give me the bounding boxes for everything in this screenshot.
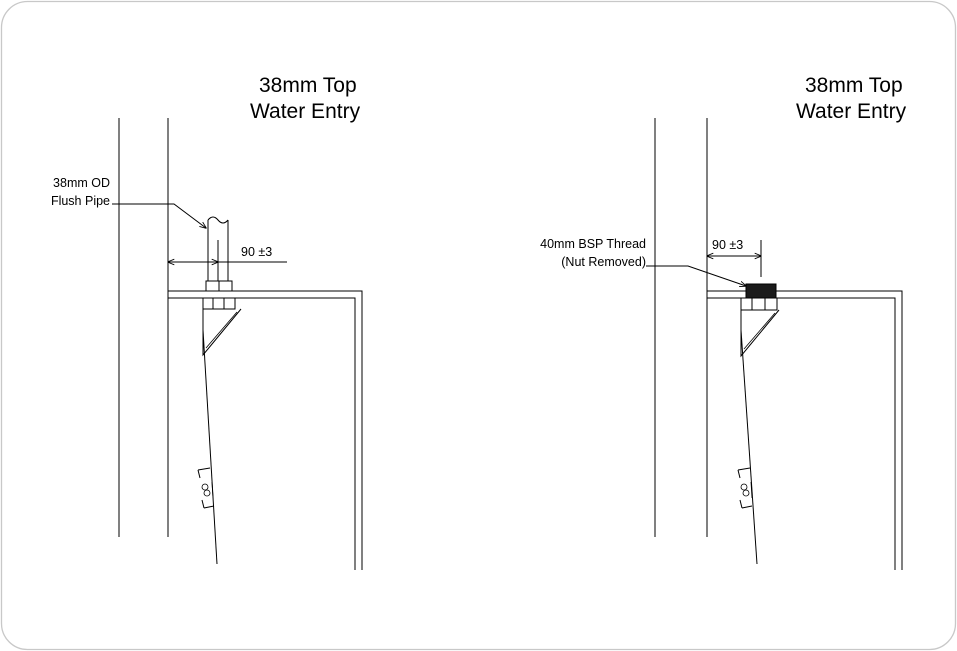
- right-valve-circle-a: [740, 483, 748, 491]
- left-cistern-outer: [168, 290, 363, 570]
- right-title-line2: Water Entry: [796, 100, 907, 123]
- left-valve-circle-b: [203, 489, 211, 497]
- left-callout-leader: [112, 203, 206, 228]
- left-nut-lower: [202, 297, 236, 310]
- left-valve-stem: [211, 481, 214, 499]
- left-callout-line1: 38mm OD: [53, 176, 110, 190]
- left-title-line2: Water Entry: [250, 100, 361, 123]
- left-cistern-inner: [168, 297, 356, 570]
- left-bracket-inner: [205, 311, 238, 349]
- left-dimension-label: 90 ±3: [241, 245, 272, 259]
- left-valve-circle-a: [201, 483, 209, 491]
- left-slant-line: [202, 329, 218, 565]
- left-bracket: [202, 308, 242, 357]
- left-callout-line2: Flush Pipe: [51, 194, 110, 208]
- right-valve-bracket: [737, 467, 753, 509]
- right-cistern-outer: [707, 290, 903, 570]
- right-callout-line2: (Nut Removed): [561, 255, 646, 269]
- right-callout-line1: 40mm BSP Thread: [540, 237, 646, 251]
- right-callout-leader: [646, 265, 746, 286]
- right-valve-stem: [750, 481, 753, 499]
- right-dimension-label: 90 ±3: [712, 238, 743, 252]
- right-thread-stub: [745, 283, 777, 299]
- left-valve-bracket: [197, 467, 215, 509]
- right-title-line1: 38mm Top: [805, 74, 903, 97]
- left-title-line1: 38mm Top: [259, 74, 357, 97]
- left-view: 90 ±3 38mm OD Flush Pipe 38mm Top Water …: [51, 74, 363, 570]
- right-nut-lower: [740, 297, 778, 311]
- right-valve-circle-b: [742, 489, 750, 497]
- right-view: 90 ±3 40mm BSP Thread (Nut Removed) 38mm…: [540, 74, 907, 570]
- right-bracket: [740, 309, 780, 358]
- left-flush-pipe-break: [207, 216, 229, 224]
- right-cistern-inner: [707, 297, 896, 570]
- right-slant-line: [740, 329, 758, 565]
- right-bracket-inner: [743, 312, 776, 350]
